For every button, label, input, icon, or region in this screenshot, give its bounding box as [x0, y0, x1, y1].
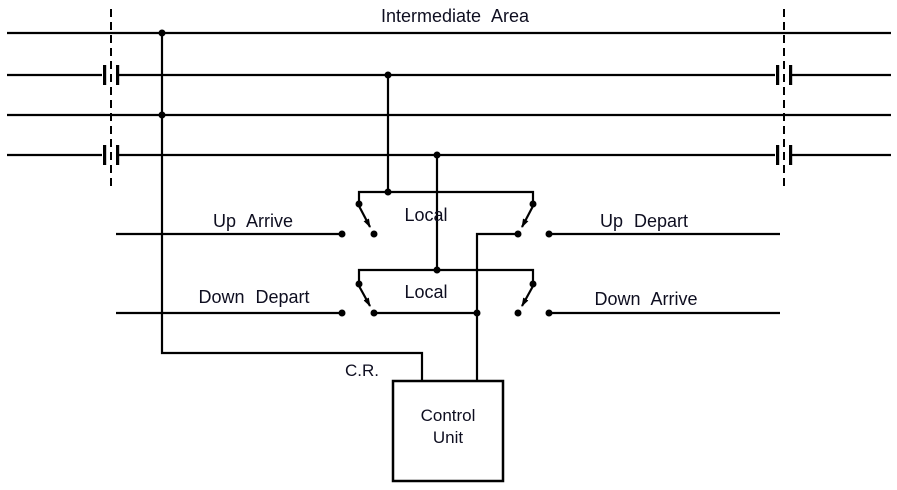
intermediate-area-label: Intermediate Area [381, 6, 530, 26]
up-depart-label: Up Depart [600, 211, 688, 231]
down-depart-switch-arrow [358, 285, 371, 307]
track-lines [7, 31, 891, 157]
section-boundaries [110, 9, 785, 187]
junction-dot [384, 188, 392, 196]
insulated-joint-bar [103, 65, 107, 85]
insulated-joints [103, 65, 793, 165]
contact-dot [338, 230, 346, 238]
switch-brackets [357, 190, 535, 284]
up-depart-switch-arrow [521, 205, 534, 228]
control-unit-label-line1: Control [421, 406, 476, 425]
local-lower-label: Local [404, 282, 447, 302]
junction-dots [158, 29, 553, 317]
junction-dot [433, 151, 441, 159]
insulated-joint-bar [789, 145, 793, 165]
down-arrive-label: Down Arrive [594, 289, 697, 309]
insulated-joint-bar [116, 65, 120, 85]
cr-wire [160, 33, 424, 381]
insulated-joint-bar [776, 65, 780, 85]
contact-dot [370, 309, 378, 317]
control-unit-label-line2: Unit [433, 428, 464, 447]
insulated-joint-bar [776, 145, 780, 165]
contact-dot [338, 309, 346, 317]
junction-dot [384, 71, 392, 79]
up-arrive-switch-arrow [358, 205, 371, 228]
control-unit-feed-wire [475, 232, 518, 381]
switch-pivot-dot [355, 200, 363, 208]
upper-switch-bracket [357, 190, 535, 204]
switch-pivot-dot [529, 200, 537, 208]
insulated-joint-bar [103, 145, 107, 165]
switch-pivot-dot [529, 280, 537, 288]
down-depart-label: Down Depart [198, 287, 309, 307]
contact-dot [514, 230, 522, 238]
contact-dot [370, 230, 378, 238]
wires [116, 33, 780, 381]
junction-dot [433, 266, 441, 274]
switch-pivot-dot [355, 280, 363, 288]
up-arrive-label: Up Arrive [213, 211, 293, 231]
insulated-joint-bar [116, 145, 120, 165]
labels: Intermediate Area Up Arrive Local Up Dep… [198, 6, 697, 447]
cr-label: C.R. [345, 361, 379, 380]
junction-dot [473, 309, 481, 317]
down-arrive-switch-arrow [521, 285, 534, 307]
junction-dot [158, 111, 166, 119]
switch-arrows [358, 205, 534, 307]
control-unit-box [391, 379, 505, 483]
lower-switch-bracket [357, 268, 535, 284]
contact-dot [545, 230, 553, 238]
local-upper-label: Local [404, 205, 447, 225]
contact-dot [545, 309, 553, 317]
junction-dot [158, 29, 166, 37]
insulated-joint-bar [789, 65, 793, 85]
contact-dot [514, 309, 522, 317]
